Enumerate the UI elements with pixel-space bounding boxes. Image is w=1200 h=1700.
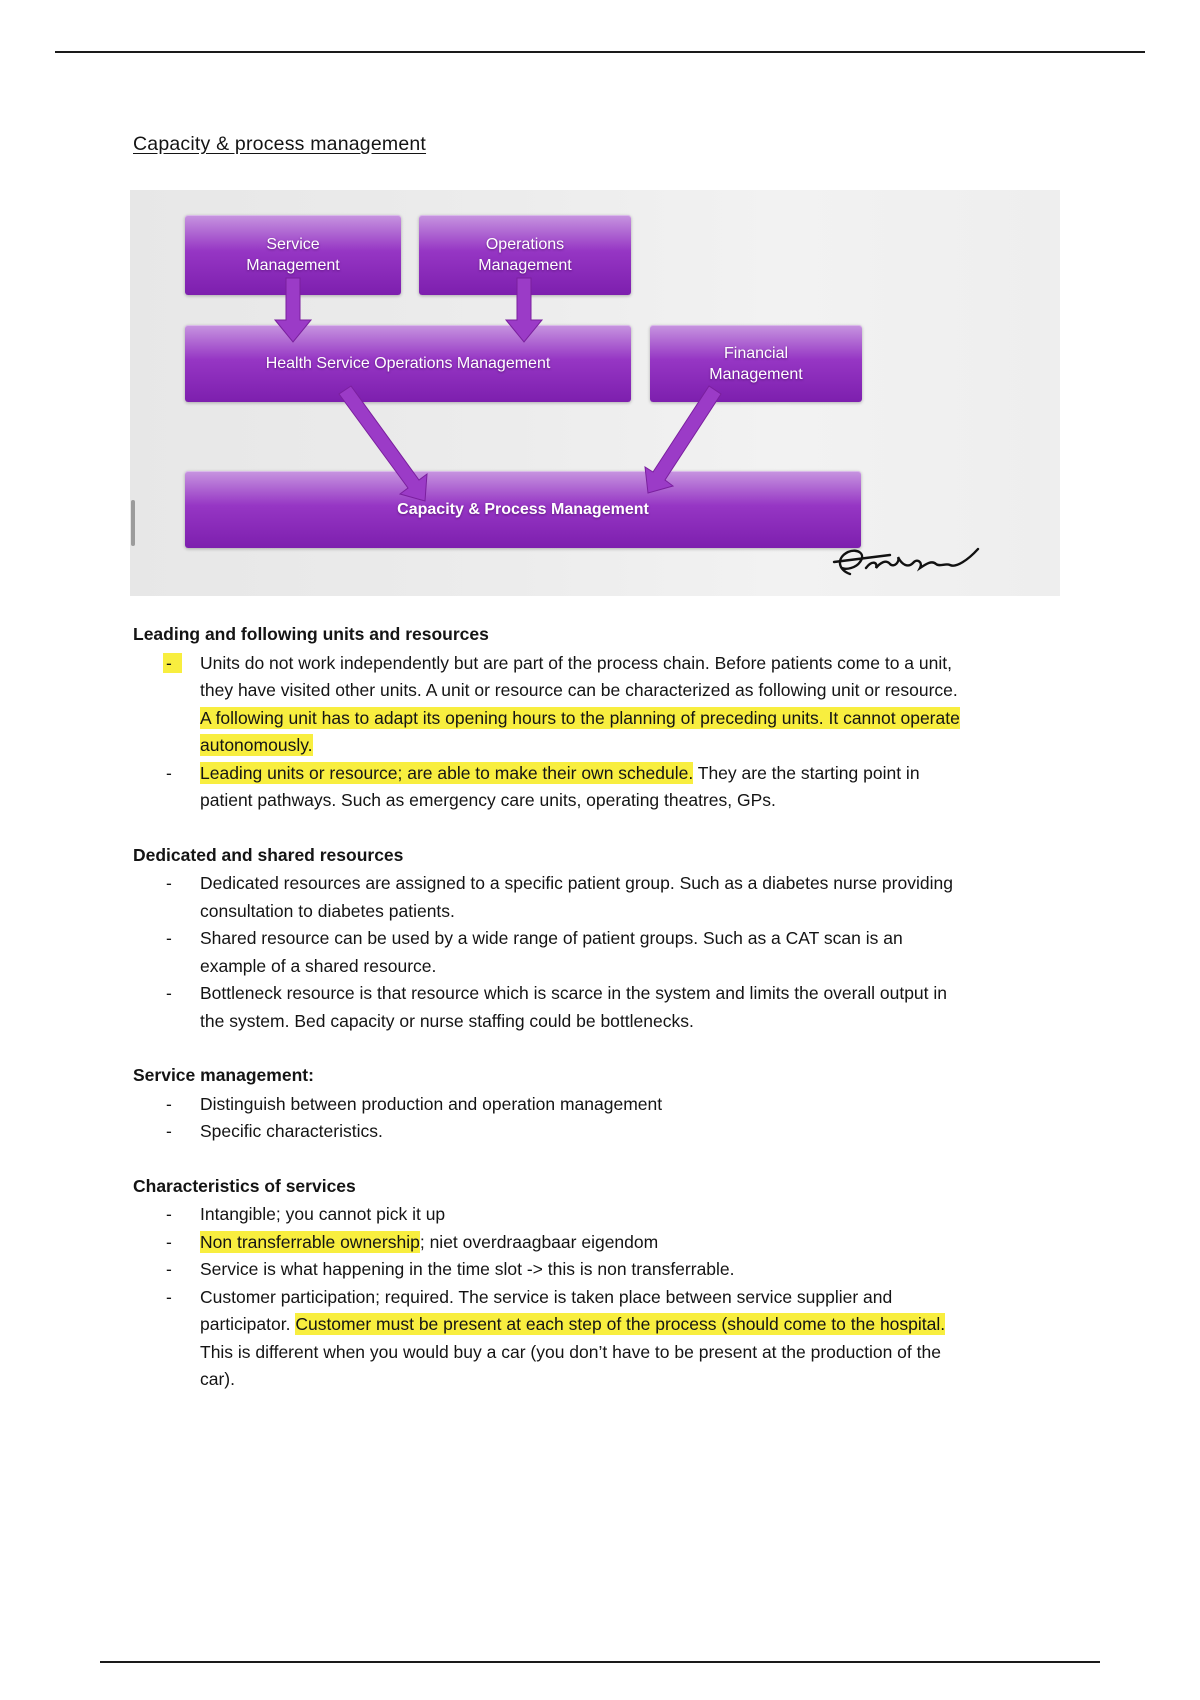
bullet-item: - Dedicated resources are assigned to a s…: [133, 870, 967, 925]
diagram-box-service-management: Service Management: [185, 215, 401, 295]
highlighted-text: Non transferrable ownership: [200, 1230, 420, 1253]
text-section: Characteristics of services - Intangible; …: [133, 1173, 967, 1394]
highlighted-text: Leading units or resource; are able to m…: [200, 761, 694, 784]
bullet-item: -Units do not work independently but are…: [133, 650, 967, 760]
body-text: Units do not work independently but are …: [200, 652, 958, 701]
bullet-item: - Intangible; you cannot pick it up: [133, 1201, 967, 1229]
body-text: Shared resource can be used by a wide ra…: [200, 928, 903, 976]
bullet-marker: -: [166, 1231, 172, 1252]
diagram-box-label: Capacity & Process Management: [397, 501, 649, 518]
diagram-box-operations-management: Operations Management: [419, 215, 631, 295]
diagram-box-label: Health Service Operations Management: [265, 355, 551, 372]
bullet-text: Specific characteristics.: [200, 1118, 967, 1146]
bullet-marker: -: [133, 650, 200, 760]
body-text: Specific characteristics.: [200, 1121, 383, 1141]
diagram-box-capacity-process-management: Capacity & Process Management: [185, 471, 861, 548]
diagram-box-label: Operations Management: [478, 236, 572, 274]
highlighted-text: A following unit has to adapt its openin…: [200, 706, 960, 756]
text-section: Leading and following units and resource…: [133, 621, 967, 815]
section-heading: Service management:: [133, 1065, 314, 1085]
body-text: Service is what happening in the time sl…: [200, 1259, 735, 1279]
body-text: ; niet overdraagbaar eigendom: [419, 1231, 659, 1252]
management-diagram: Service Management Operations Management…: [130, 190, 1060, 596]
sections: Leading and following units and resource…: [133, 621, 967, 1421]
bullet-text: Units do not work independently but are …: [200, 650, 967, 760]
highlighted-text: Customer must be present at each step of…: [295, 1313, 946, 1335]
text-section: Dedicated and shared resources - Dedicated…: [133, 842, 967, 1036]
body-text: Distinguish between production and opera…: [200, 1093, 663, 1114]
bullet-text: Bottleneck resource is that resource whi…: [200, 980, 967, 1035]
bullet-text: Service is what happening in the time sl…: [200, 1256, 967, 1284]
bullet-text: Shared resource can be used by a wide ra…: [200, 925, 967, 980]
top-rule: [55, 51, 1145, 53]
body-text: Bottleneck resource is that resource whi…: [200, 983, 948, 1031]
bullet-text: Customer participation; required. The se…: [200, 1284, 967, 1394]
diagram-box-label: Service Management: [246, 236, 340, 274]
bullet-marker: -: [166, 928, 172, 948]
body-text: This is different when you would buy a c…: [200, 1341, 941, 1390]
bullet-marker: -: [166, 1286, 172, 1307]
bullet-text: Non transferrable ownership; niet overdr…: [200, 1229, 967, 1257]
bullet-item: - Customer participation; required. The s…: [133, 1284, 967, 1394]
section-heading: Dedicated and shared resources: [133, 844, 404, 865]
bullet-item: - Shared resource can be used by a wide r…: [133, 925, 967, 980]
body-text: Customer participation; required. The se…: [200, 1286, 893, 1335]
bottom-rule: [100, 1661, 1100, 1663]
diagram-box-label: Financial Management: [709, 344, 803, 383]
bullet-text: Leading units or resource; are able to m…: [200, 760, 967, 815]
bullet-marker: -: [166, 983, 172, 1003]
body-text: Dedicated resources are assigned to a sp…: [200, 873, 953, 921]
body-text: Intangible; you cannot pick it up: [200, 1204, 446, 1224]
section-heading: Leading and following units and resource…: [133, 624, 489, 644]
bullet-item: - Leading units or resource; are able to …: [133, 760, 967, 815]
bullet-marker: -: [166, 873, 172, 893]
signature-scribble: [832, 547, 980, 576]
bullet-item: - Service is what happening in the time s…: [133, 1256, 967, 1284]
bullet-text: Intangible; you cannot pick it up: [200, 1201, 967, 1229]
bullet-marker: -: [166, 1121, 172, 1141]
text-section: Service management: - Distinguish between …: [133, 1062, 967, 1146]
section-heading: Characteristics of services: [133, 1175, 356, 1196]
body-text: They are the starting point in patient p…: [200, 762, 920, 811]
scan-artifact-mark: [131, 500, 135, 546]
bullet-item: - Bottleneck resource is that resource wh…: [133, 980, 967, 1035]
bullet-text: Dedicated resources are assigned to a sp…: [200, 870, 967, 925]
bullet-marker: -: [166, 1259, 172, 1279]
bullet-item: - Non transferrable ownership; niet overd…: [133, 1229, 967, 1257]
bullet-text: Distinguish between production and opera…: [200, 1091, 967, 1119]
bullet-marker: -: [166, 1093, 172, 1114]
diagram-box-financial-management: Financial Management: [650, 325, 862, 402]
bullet-item: - Distinguish between production and oper…: [133, 1091, 967, 1119]
page-title: Capacity & process management: [133, 133, 427, 155]
bullet-marker: -: [166, 762, 172, 783]
bullet-marker: -: [166, 1204, 172, 1224]
bullet-item: - Specific characteristics.: [133, 1118, 967, 1146]
diagram-box-health-service-operations-management: Health Service Operations Management: [185, 325, 631, 402]
